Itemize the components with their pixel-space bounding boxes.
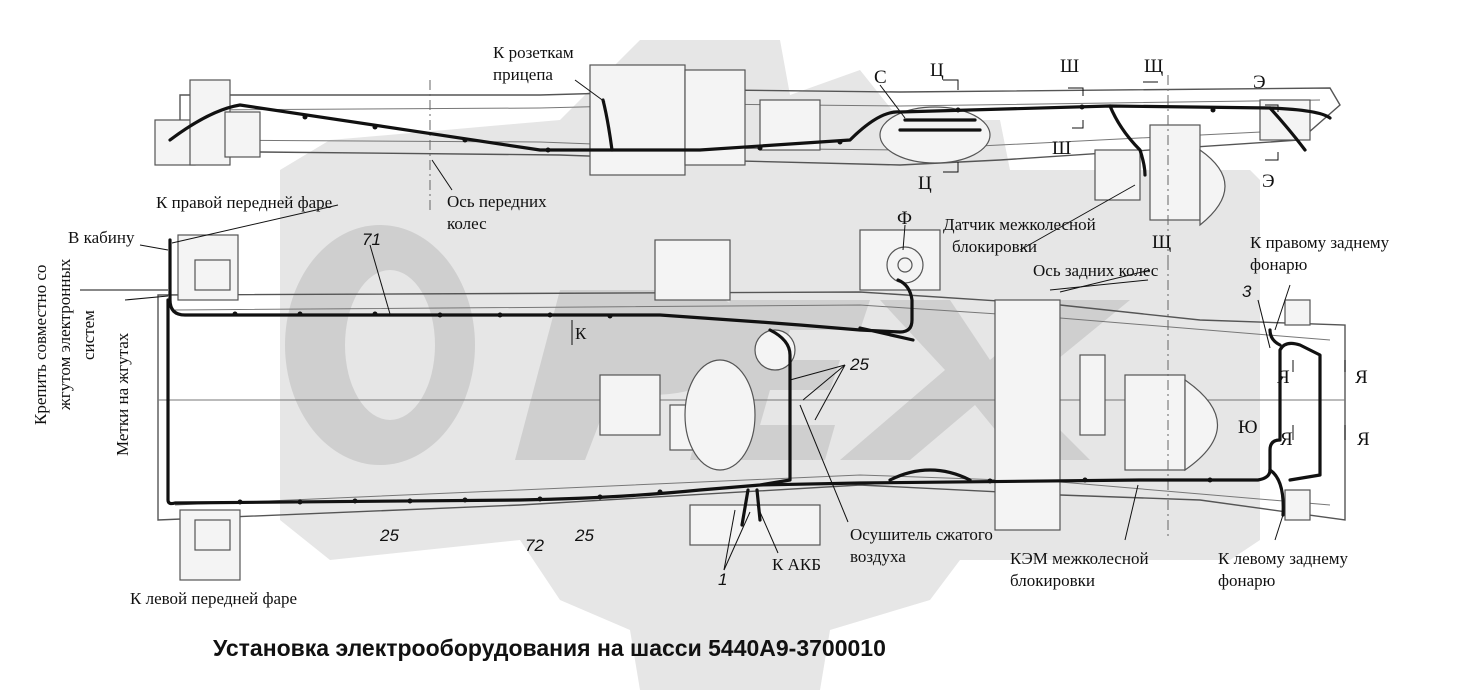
left-rear-lamp-label-line2: фонарю [1218, 571, 1276, 590]
section-markers-top [943, 79, 1279, 173]
diagram-title: Установка электрооборудования на шасси 5… [213, 635, 886, 661]
section-markers-bottom [1292, 360, 1346, 440]
letter-shch-bottom: Щ [1152, 232, 1171, 253]
kem-label-line1: КЭМ межколесной [1010, 549, 1149, 568]
attach-label-line2: жгутом электронных [55, 258, 74, 411]
right-rear-lamp-lead [1268, 328, 1282, 347]
front-axle-leader [431, 159, 453, 191]
letter-k: К [575, 324, 587, 343]
rear-axle-label: Ось задних колес [1033, 261, 1159, 280]
attach-label-line1: Крепить совместно со [31, 265, 50, 425]
letter-sh-bottom: Ш [1052, 138, 1071, 159]
marks-label: Метки на жгутах [113, 332, 132, 456]
harness-number-1: 1 [718, 570, 727, 589]
right-rear-lamp-label-line1: К правому заднему [1250, 233, 1390, 252]
battery-leads [740, 488, 762, 527]
battery-label: К АКБ [772, 555, 821, 574]
harness-71 [168, 238, 915, 342]
dryer-loop [888, 468, 972, 482]
front-axle-label-line1: Ось передних [447, 192, 547, 211]
right-rear-lamp-label-line2: фонарю [1250, 255, 1308, 274]
top-harness-clips [302, 104, 1216, 153]
letter-ts-top: Ц [930, 60, 944, 81]
kem-label-line2: блокировки [1010, 571, 1095, 590]
sensor-label-line1: Датчик межколесной [943, 215, 1096, 234]
letter-yu: Ю [1238, 417, 1258, 438]
left-front-lamp-label: К левой передней фаре [130, 589, 297, 608]
front-axle-label-line2: колес [447, 214, 487, 233]
letter-ya-4: Я [1357, 429, 1370, 450]
left-rear-lamp-label-line1: К левому заднему [1218, 549, 1349, 568]
dryer-label-line1: Осушитель сжатого [850, 525, 993, 544]
rear-lamp-harness [1268, 341, 1322, 482]
letter-f: Ф [897, 208, 912, 229]
letter-ts-bottom: Ц [918, 173, 932, 194]
bottom-harness-clips [232, 311, 1213, 505]
bottom-leaders [80, 184, 1291, 571]
sockets-label-line1: К розеткам [493, 43, 574, 62]
top-connector-cluster [898, 118, 982, 132]
sockets-leader [574, 79, 606, 103]
harness-number-71: 71 [362, 230, 381, 249]
attach-label-line3: систем [79, 310, 98, 360]
left-rear-lamp-lead [1268, 468, 1285, 517]
letter-ya-2: Я [1355, 367, 1368, 388]
harness-number-3: 3 [1242, 282, 1252, 301]
letter-sh-top: Ш [1060, 56, 1079, 77]
letter-e-top: Э [1253, 72, 1266, 93]
dryer-label-line2: воздуха [850, 547, 906, 566]
cab-label: В кабину [68, 228, 135, 247]
letter-shch-top: Щ [1144, 56, 1163, 77]
trailer-socket-lead [601, 98, 614, 152]
top-harness [168, 103, 1332, 177]
letter-ya-1: Я [1277, 367, 1290, 388]
c-leader [879, 84, 906, 119]
harness-number-25-mid: 25 [574, 526, 594, 545]
right-front-lamp-label: К правой передней фаре [156, 193, 332, 212]
letter-e-bottom: Э [1262, 171, 1275, 192]
sockets-label-line2: прицепа [493, 65, 553, 84]
letter-c: С [874, 67, 887, 88]
sensor-label-line2: блокировки [952, 237, 1037, 256]
harness-number-25-upper: 25 [849, 355, 869, 374]
bottom-view-frame [157, 229, 1346, 581]
harness-72 [166, 298, 1272, 506]
harness-number-25-left: 25 [379, 526, 399, 545]
harness-number-72: 72 [525, 536, 544, 555]
letter-ya-3: Я [1280, 429, 1293, 450]
